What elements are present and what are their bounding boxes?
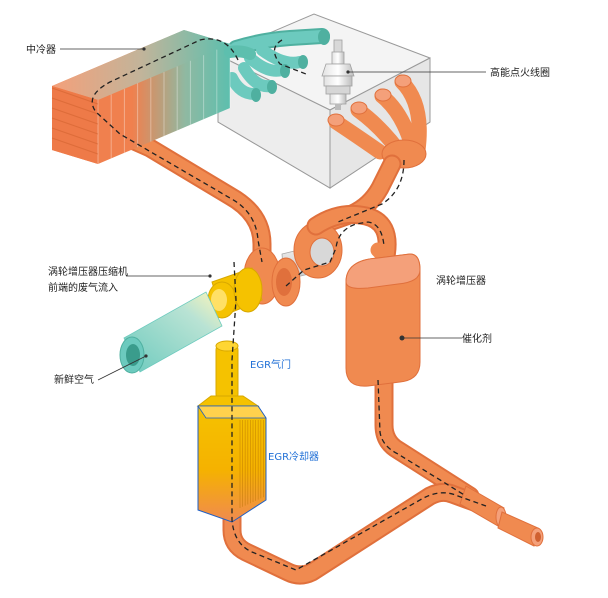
egr-cooler-fins — [239, 420, 264, 508]
ignition-coil — [321, 39, 355, 110]
label-intercooler: 中冷器 — [26, 43, 56, 56]
label-fresh-air: 新鲜空气 — [54, 373, 94, 386]
label-egr-valve: EGR气门 — [250, 358, 291, 371]
intercooler-side-fin — [51, 127, 99, 145]
egr-return-pipe — [222, 482, 484, 585]
egr-valve — [196, 340, 260, 407]
label-catalyst: 催化剂 — [462, 332, 492, 345]
intercooler-fins — [51, 44, 231, 164]
compressor — [207, 247, 301, 319]
label-compressor-inlet-line1: 涡轮增压器压缩机 — [48, 265, 128, 278]
intercooler — [51, 30, 256, 164]
label-ignition-coil: 高能点火线圈 — [490, 66, 550, 79]
flow-path-line — [91, 38, 487, 571]
intercooler-side-fin — [51, 137, 99, 155]
label-egr-cooler: EGR冷却器 — [268, 450, 319, 463]
label-compressor-inlet-line2: 前端的废气流入 — [48, 281, 118, 294]
intercooler-side-fin — [51, 87, 99, 105]
intercooler-side-fin — [51, 97, 99, 115]
label-turbocharger: 涡轮增压器 — [436, 274, 486, 287]
catalyst — [345, 253, 421, 387]
intercooler-side-fin — [51, 107, 99, 125]
intercooler-to-compressor-pipe — [95, 118, 272, 272]
turbine-housing — [293, 204, 397, 279]
downpipe-to-tailpipe — [374, 362, 480, 506]
fresh-air-inlet — [119, 291, 223, 374]
tailpipe-muffler — [459, 485, 544, 547]
leader-lines — [60, 47, 486, 381]
intercooler-side-fin — [51, 117, 99, 135]
egr-cooler — [197, 405, 267, 523]
